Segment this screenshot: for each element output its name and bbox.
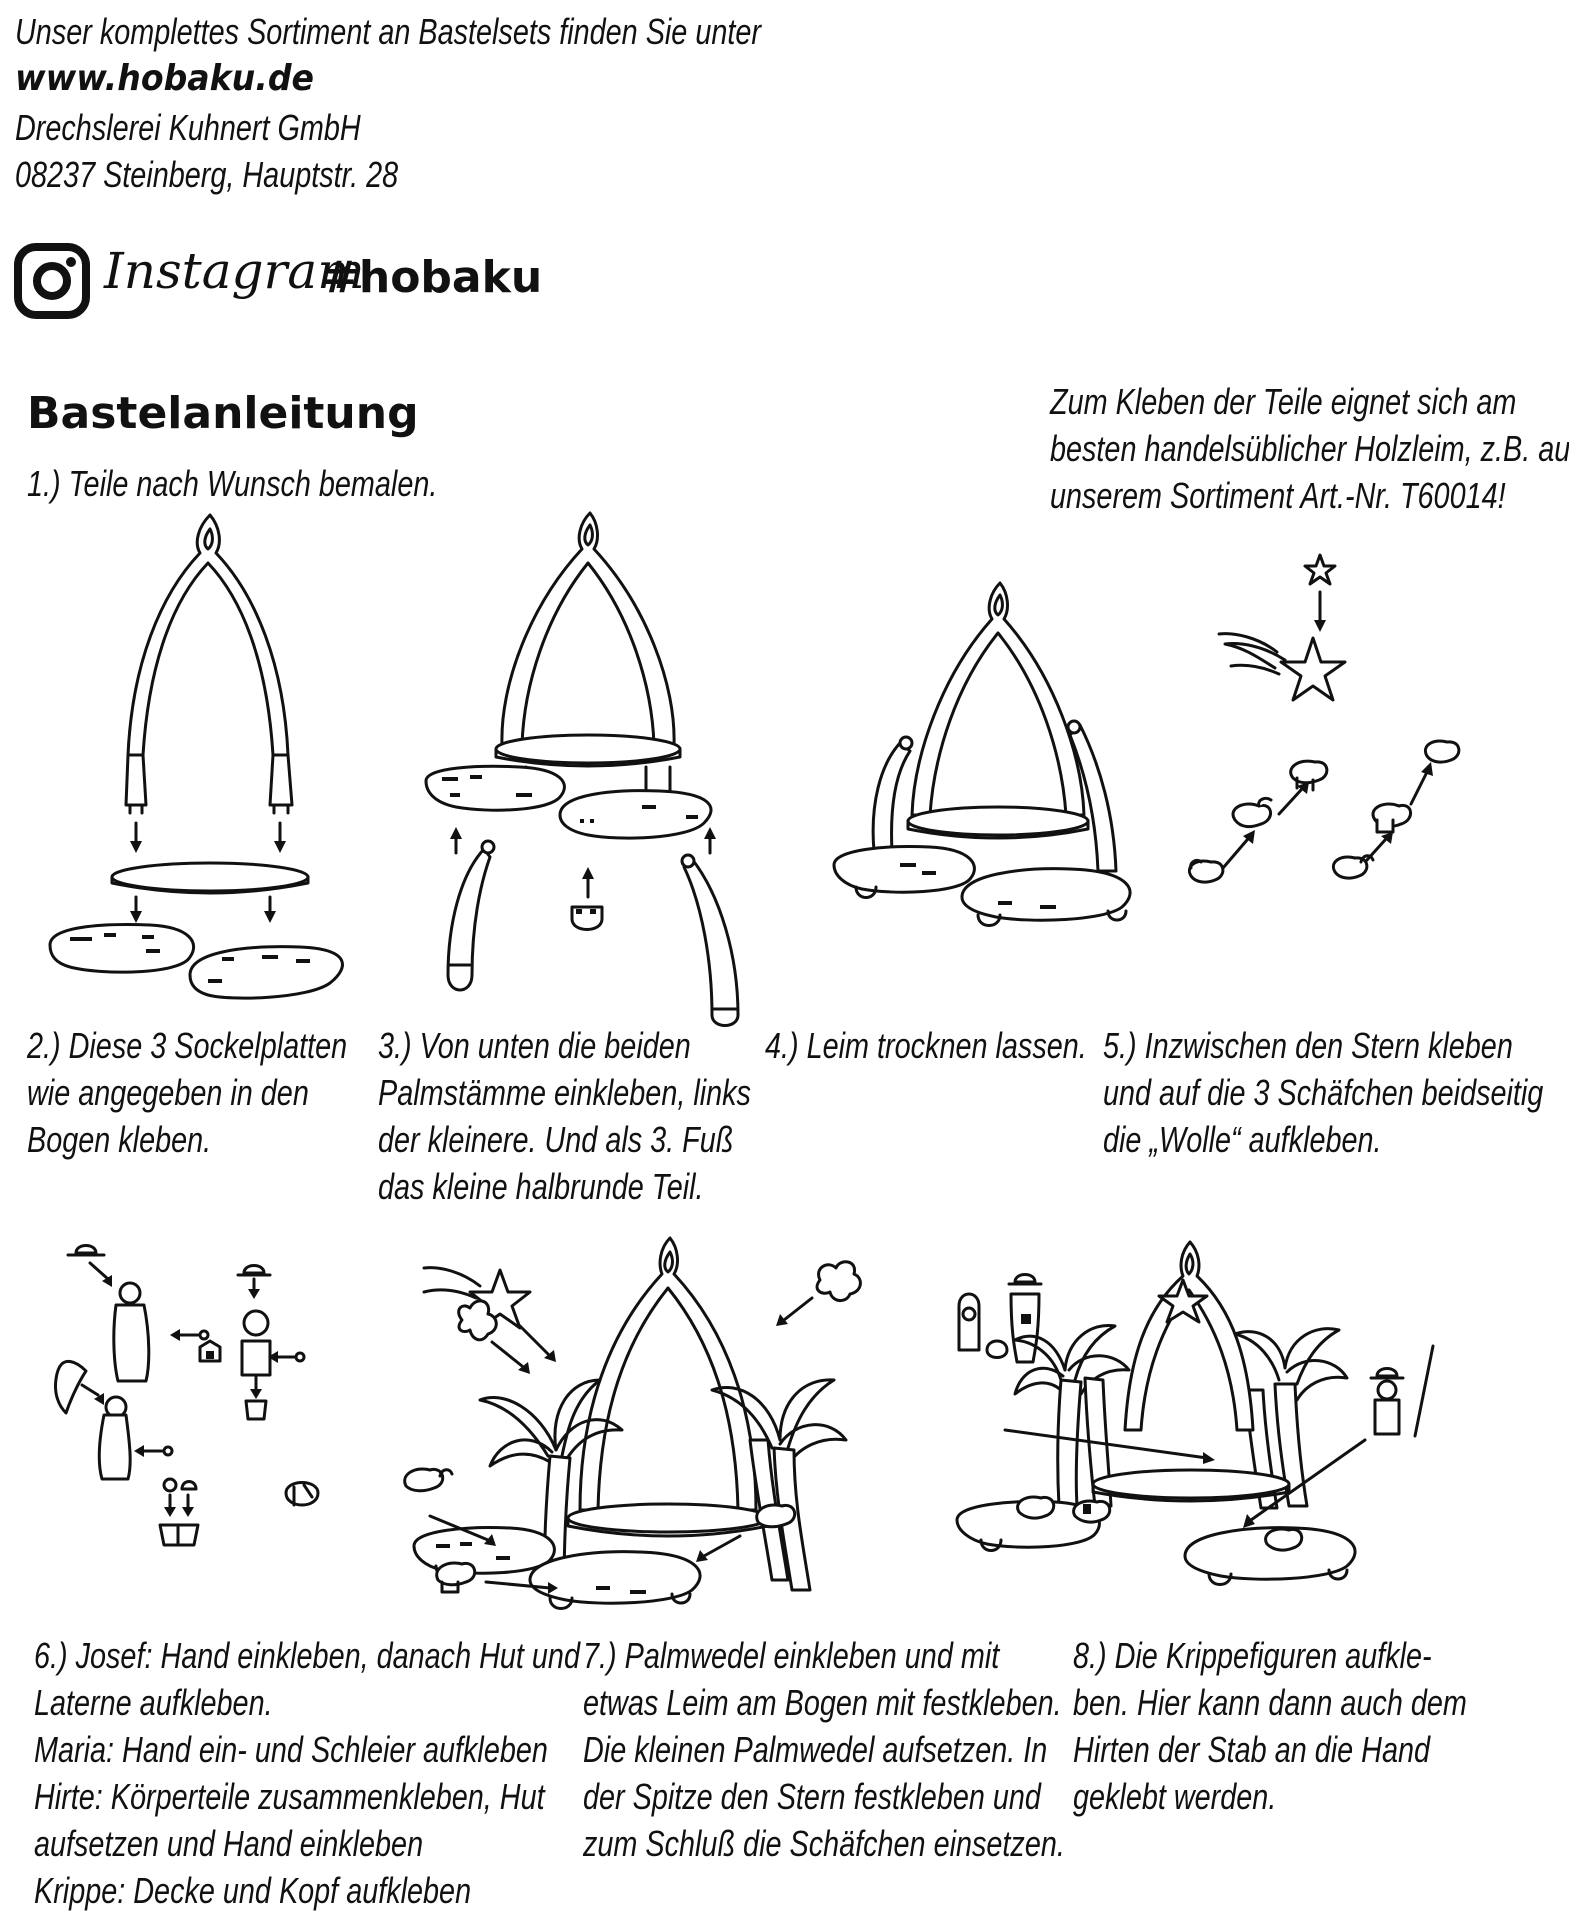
glue-note-line-1: Zum Kleben der Teile eignet sich am xyxy=(1050,381,1517,422)
step-6-line-3: Maria: Hand ein- und Schleier aufkleben xyxy=(34,1729,548,1770)
step-5-line-2: und auf die 3 Schäfchen beidseitig xyxy=(1103,1072,1544,1113)
step-6-illustration xyxy=(50,1235,350,1565)
step-5-line-3: die „Wolle“ aufkleben. xyxy=(1103,1119,1382,1160)
step-8-line-2: ben. Hier kann dann auch dem xyxy=(1073,1682,1467,1723)
step-8-line-4: geklebt werden. xyxy=(1073,1776,1277,1817)
step-5-illustration xyxy=(1175,550,1495,910)
step-8-line-3: Hirten der Stab an die Hand xyxy=(1073,1729,1431,1770)
page-title: Bastelanleitung xyxy=(27,388,419,439)
step-2-line-1: 2.) Diese 3 Sockelplatten xyxy=(27,1025,348,1066)
step-2-line-2: wie angegeben in den xyxy=(27,1072,309,1113)
step-6-line-6: Krippe: Decke und Kopf aufkleben xyxy=(34,1870,472,1911)
glue-note-line-3: unserem Sortiment Art.-Nr. T60014! xyxy=(1050,475,1506,516)
step-3-illustration xyxy=(420,505,740,1025)
company-address: 08237 Steinberg, Hauptstr. 28 xyxy=(15,154,399,195)
glue-note-line-2: besten handelsüblicher Holzleim, z.B. au… xyxy=(1050,428,1569,469)
step-2-illustration xyxy=(40,505,360,1005)
step-7-line-3: Die kleinen Palmwedel aufsetzen. In xyxy=(583,1729,1048,1770)
step-6-line-5: aufsetzen und Hand einkleben xyxy=(34,1823,424,1864)
step-2-line-3: Bogen kleben. xyxy=(27,1119,212,1160)
instagram-icon[interactable] xyxy=(14,243,90,319)
step-1-text: 1.) Teile nach Wunsch bemalen. xyxy=(27,463,438,504)
instagram-hashtag[interactable]: #hobaku xyxy=(322,252,543,303)
step-7-line-4: der Spitze den Stern festkleben und xyxy=(583,1776,1041,1817)
instagram-label: Instagram xyxy=(104,242,365,300)
step-8-illustration xyxy=(945,1230,1445,1610)
step-6-line-1: 6.) Josef: Hand einkleben, danach Hut un… xyxy=(34,1635,580,1676)
step-3-line-1: 3.) Von unten die beiden xyxy=(378,1025,691,1066)
company-name: Drechslerei Kuhnert GmbH xyxy=(15,107,361,148)
step-8-line-1: 8.) Die Krippefiguren aufkle- xyxy=(1073,1635,1432,1676)
step-4-illustration xyxy=(830,575,1140,935)
step-3-line-3: der kleinere. Und als 3. Fuß xyxy=(378,1119,734,1160)
step-7-illustration xyxy=(400,1230,880,1620)
step-4-line-1: 4.) Leim trocknen lassen. xyxy=(765,1025,1087,1066)
step-3-line-2: Palmstämme einkleben, links xyxy=(378,1072,751,1113)
website-link[interactable]: www.hobaku.de xyxy=(15,58,315,99)
step-3-line-4: das kleine halbrunde Teil. xyxy=(378,1166,704,1207)
step-7-line-2: etwas Leim am Bogen mit festkleben. xyxy=(583,1682,1062,1723)
shop-intro-text: Unser komplettes Sortiment an Bastelsets… xyxy=(15,11,761,52)
step-7-line-5: zum Schluß die Schäfchen einsetzen. xyxy=(583,1823,1065,1864)
step-5-line-1: 5.) Inzwischen den Stern kleben xyxy=(1103,1025,1513,1066)
step-7-line-1: 7.) Palmwedel einkleben und mit xyxy=(583,1635,1000,1676)
step-6-line-2: Laterne aufkleben. xyxy=(34,1682,273,1723)
step-6-line-4: Hirte: Körperteile zusammenkleben, Hut xyxy=(34,1776,545,1817)
